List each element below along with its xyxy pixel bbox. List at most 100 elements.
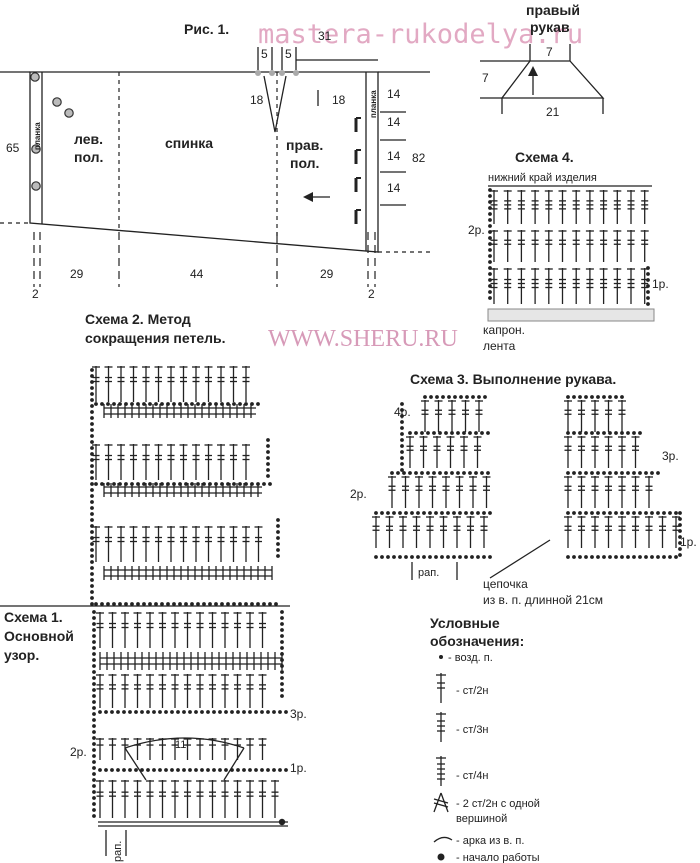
chain-stitch xyxy=(226,402,230,406)
chain-stitch xyxy=(100,402,104,406)
panel-left-line2: пол. xyxy=(74,149,103,165)
chain-stitch xyxy=(590,431,594,435)
chain-stitch xyxy=(662,511,666,515)
dim-top-notch-a: 5 xyxy=(261,47,268,61)
chain-stitch xyxy=(92,646,96,650)
chain-stitch xyxy=(278,768,282,772)
chain-stitch xyxy=(468,431,472,435)
chain-stitch xyxy=(184,402,188,406)
chain-stitch xyxy=(614,431,618,435)
chain-stitch xyxy=(420,431,424,435)
chain-stitch xyxy=(440,555,444,559)
chain-stitch xyxy=(90,560,94,564)
chain-stitch xyxy=(632,511,636,515)
chain-stitch xyxy=(172,402,176,406)
scheme1-row1: 1р. xyxy=(290,761,307,775)
chain-stitch xyxy=(477,395,481,399)
chain-stitch xyxy=(136,482,140,486)
chain-stitch xyxy=(248,768,252,772)
chain-stitch xyxy=(90,374,94,378)
sleeve-title-line2: рукав xyxy=(530,19,570,35)
chain-stitch xyxy=(184,482,188,486)
chain-stitch xyxy=(280,622,284,626)
stitch-mark-2 xyxy=(269,70,275,76)
chain-stitch xyxy=(90,500,94,504)
chain-stitch xyxy=(244,402,248,406)
placket-label-right: планка xyxy=(369,90,378,118)
chain-stitch xyxy=(464,555,468,559)
chain-stitch xyxy=(374,511,378,515)
sleeve-outline xyxy=(500,60,605,99)
chain-stitch xyxy=(280,682,284,686)
stitch-mark-1 xyxy=(255,70,261,76)
chain-stitch xyxy=(482,555,486,559)
chain-stitch xyxy=(280,688,284,692)
chain-stitch xyxy=(266,438,270,442)
chain-stitch xyxy=(620,555,624,559)
chain-stitch xyxy=(260,768,264,772)
scheme1-title-line1: Схема 1. xyxy=(4,609,63,625)
chain-stitch xyxy=(90,434,94,438)
chain-stitch xyxy=(284,710,288,714)
chain-stitch xyxy=(584,555,588,559)
chain-stitch xyxy=(638,511,642,515)
chain-stitch xyxy=(178,602,182,606)
chain-stitch xyxy=(92,730,96,734)
chain-stitch xyxy=(400,462,404,466)
chain-stitch xyxy=(260,710,264,714)
chain-stitch xyxy=(212,710,216,714)
scheme4-tape-line2: лента xyxy=(483,339,516,353)
stitch-mark-3 xyxy=(279,70,285,76)
chain-stitch xyxy=(90,422,94,426)
chain-stitch xyxy=(208,602,212,606)
chain-stitch xyxy=(274,602,278,606)
chain-stitch xyxy=(188,710,192,714)
chain-stitch xyxy=(422,555,426,559)
chain-stitch xyxy=(435,395,439,399)
chain-stitch xyxy=(447,395,451,399)
chain-stitch xyxy=(206,768,210,772)
chain-stitch xyxy=(410,511,414,515)
scheme1-row3: 3р. xyxy=(290,707,307,721)
chain-stitch xyxy=(438,471,442,475)
chain-stitch xyxy=(176,768,180,772)
legend-dc2-label: - ст/2н xyxy=(456,685,489,697)
chain-stitch xyxy=(90,452,94,456)
chain-stitch xyxy=(90,404,94,408)
chain-stitch xyxy=(248,710,252,714)
legend-dc4-icon xyxy=(436,756,446,786)
chain-stitch xyxy=(480,431,484,435)
chain-stitch xyxy=(94,602,98,606)
chain-stitch xyxy=(90,554,94,558)
chain-stitch xyxy=(276,518,280,522)
chain-stitch xyxy=(644,511,648,515)
chain-stitch xyxy=(90,578,94,582)
sleeve-diagram: правый рукав 7 7 21 xyxy=(480,2,605,119)
chain-stitch xyxy=(656,511,660,515)
chain-stitch xyxy=(656,471,660,475)
chain-stitch xyxy=(678,523,682,527)
scheme3-title: Схема 3. Выполнение рукава. xyxy=(410,371,616,387)
chain-stitch xyxy=(572,395,576,399)
chain-stitch xyxy=(483,395,487,399)
chain-stitch xyxy=(596,555,600,559)
nylon-tape xyxy=(487,308,655,322)
scheme3-row3: 3р. xyxy=(662,449,679,463)
legend-arc-icon xyxy=(433,836,453,843)
chain-stitch xyxy=(278,710,282,714)
chain-stitch xyxy=(602,431,606,435)
chain-stitch xyxy=(408,471,412,475)
chain-stitch xyxy=(272,710,276,714)
legend-chain-label: - возд. п. xyxy=(448,652,493,664)
chain-stitch xyxy=(158,710,162,714)
chain-stitch xyxy=(434,555,438,559)
chain-stitch xyxy=(200,768,204,772)
fig1-title: Рис. 1. xyxy=(184,21,229,37)
chain-stitch xyxy=(92,658,96,662)
chain-stitch xyxy=(584,471,588,475)
chain-stitch xyxy=(488,200,492,204)
chain-stitch xyxy=(486,431,490,435)
chain-stitch xyxy=(244,482,248,486)
chain-stitch xyxy=(400,432,404,436)
chain-stitch xyxy=(414,431,418,435)
